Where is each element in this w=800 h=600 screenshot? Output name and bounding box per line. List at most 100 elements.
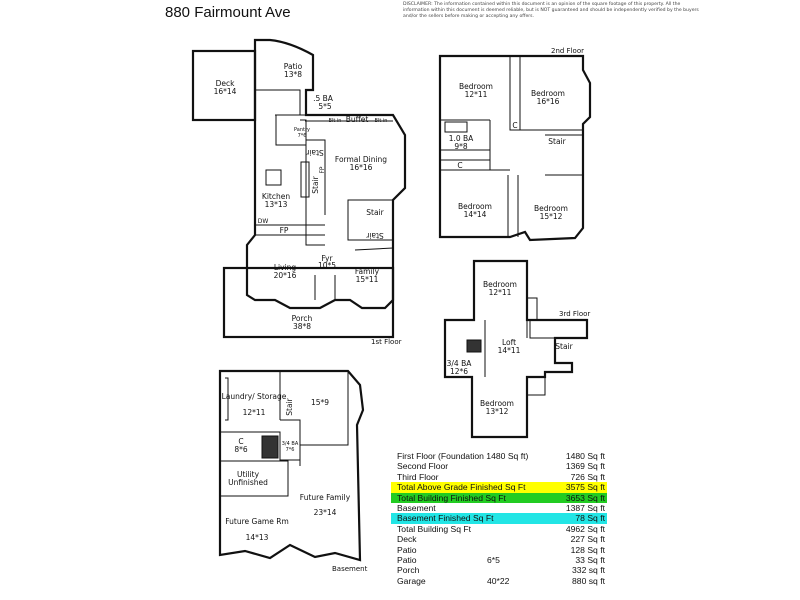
- area-value: 3653 Sq ft: [565, 492, 605, 503]
- room-name: Bedroom: [483, 280, 517, 289]
- first-floor-outline: [245, 38, 407, 310]
- area-label: Patio: [397, 554, 417, 565]
- disclaimer: DISCLAIMER: The information contained wi…: [403, 2, 699, 19]
- room-name: Loft: [502, 338, 516, 347]
- second-floor-plan: Bedroom 12*11 Bedroom 16*16 1.0 BA 9*8 B…: [438, 47, 592, 242]
- basement-outline: [218, 369, 365, 562]
- fireplace-label: FP: [280, 226, 289, 235]
- area-value: 726 Sq ft: [570, 471, 605, 482]
- area-value: 4962 Sq ft: [565, 523, 605, 534]
- room-name: Patio: [284, 62, 303, 71]
- area-label: Porch: [397, 565, 420, 576]
- room-name: .5 BA: [313, 94, 334, 103]
- area-value: 128 Sq ft: [570, 544, 605, 555]
- second-floor-outline: [438, 54, 592, 242]
- area-label: Patio: [397, 544, 417, 555]
- room-dims: 7*6: [298, 133, 307, 139]
- builtin-label: Blt in: [329, 118, 342, 124]
- room-dims: 7*6: [286, 447, 295, 453]
- area-value: 78 Sq ft: [575, 513, 605, 524]
- area-dims: 40*22: [487, 575, 510, 586]
- area-label: Third Floor: [397, 471, 439, 482]
- room-dims: 12*11: [243, 408, 266, 417]
- area-value: 1480 Sq ft: [565, 451, 605, 461]
- area-dims: 6*5: [487, 554, 500, 565]
- stair-label: Stair: [311, 175, 320, 193]
- room-dims: 5*5: [318, 102, 332, 111]
- floor-label: 1st Floor: [371, 338, 402, 346]
- room-name: Bedroom: [459, 82, 493, 91]
- stair-label: Stair: [305, 148, 323, 157]
- room-dims: 20*16: [274, 271, 297, 280]
- second-floor-walls: [440, 56, 584, 237]
- room-name: 3/4 BA: [282, 441, 299, 447]
- area-row: Third Floor 726 Sq ft: [391, 472, 607, 482]
- room-dims: 23*14: [314, 508, 337, 517]
- shower-icon: [261, 435, 279, 459]
- room-dims: 14*13: [246, 533, 269, 542]
- area-value: 332 sq ft: [572, 565, 605, 576]
- area-row: Patio 6*5 33 Sq ft: [391, 555, 607, 565]
- room-dims: 14*14: [464, 210, 487, 219]
- room-dims: 12*11: [489, 288, 512, 297]
- room-name: Fyr: [321, 254, 333, 263]
- area-value: 880 sq ft: [572, 575, 605, 586]
- room-name: Bedroom: [458, 202, 492, 211]
- room-name: C: [238, 437, 243, 446]
- area-label: Deck: [397, 534, 417, 545]
- room-name: Future Game Rm: [225, 517, 289, 526]
- stair-label: Stair: [555, 342, 573, 351]
- room-name: Future Family: [300, 493, 351, 502]
- area-label: Total Building Finished Sq Ft: [397, 492, 506, 503]
- room-dims: 9*8: [454, 142, 468, 151]
- room-dims: 16*16: [537, 97, 560, 106]
- area-label: First Floor (Foundation 1480 Sq ft): [397, 451, 529, 461]
- floor-label: 2nd Floor: [551, 47, 584, 55]
- basement-plan: Laundry/ Storage 12*11 15*9 C 8*6 3/4 BA…: [218, 369, 368, 573]
- room-name: Family: [355, 267, 380, 276]
- area-row: Patio 128 Sq ft: [391, 545, 607, 555]
- room-dims: 13*13: [265, 200, 288, 209]
- room-name: Porch: [292, 314, 313, 323]
- area-row: Total Building Sq Ft 4962 Sq ft: [391, 524, 607, 534]
- counter-icon: [300, 161, 310, 198]
- closet-label: C: [457, 161, 462, 170]
- bathtub-icon: [444, 121, 468, 133]
- area-label: Total Building Sq Ft: [397, 523, 472, 534]
- room-dims: 8*6: [234, 445, 248, 454]
- room-dims: Unfinished: [228, 478, 268, 487]
- room-name: Formal Dining: [335, 155, 387, 164]
- shower-icon: [466, 339, 482, 353]
- room-dims: 16*14: [214, 87, 237, 96]
- area-row: Total Building Finished Sq Ft 3653 Sq ft: [391, 492, 607, 503]
- area-row: First Floor (Foundation 1480 Sq ft) 1480 …: [391, 451, 607, 461]
- builtin-label: Blt in: [375, 118, 388, 124]
- room-dims: 15*11: [356, 275, 379, 284]
- floor-label: 3rd Floor: [559, 310, 590, 318]
- stair-label: Stair: [366, 208, 384, 217]
- room-name: 1.0 BA: [449, 134, 474, 143]
- dishwasher-label: DW: [258, 218, 269, 225]
- room-name: Bedroom: [480, 399, 514, 408]
- stair-label: Stair: [365, 231, 383, 240]
- stair-label: Stair: [548, 137, 566, 146]
- first-floor-walls: [255, 89, 394, 300]
- room-dims: 14*11: [498, 346, 521, 355]
- room-name: Pantry: [294, 127, 310, 133]
- basement-walls: [220, 371, 349, 497]
- area-row: Porch 332 sq ft: [391, 565, 607, 575]
- room-dims: 16*16: [350, 163, 373, 172]
- area-label: Second Floor: [397, 461, 449, 472]
- buffet-label: Buffet: [346, 115, 369, 124]
- fireplace-label: FP: [319, 166, 326, 173]
- area-value: 33 Sq ft: [575, 554, 605, 565]
- area-label: Basement: [397, 502, 436, 513]
- room-name: Living: [274, 263, 297, 272]
- area-label: Garage: [397, 575, 426, 586]
- room-dims: 13*12: [486, 407, 509, 416]
